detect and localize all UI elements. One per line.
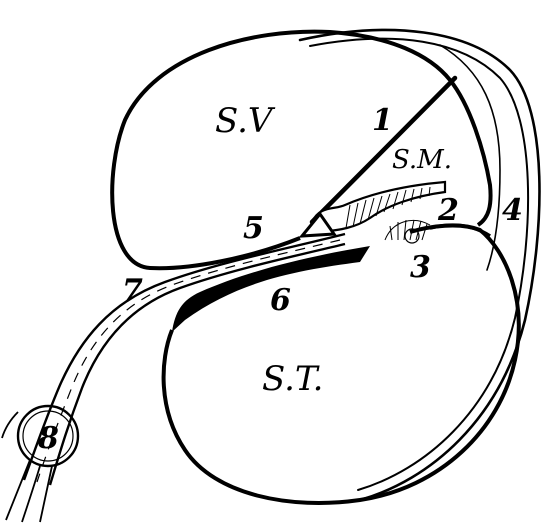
- scala-tympani-outline: [164, 226, 519, 503]
- label-8: 8: [37, 421, 59, 456]
- label-5: 5: [243, 211, 264, 246]
- label-6: 6: [270, 283, 291, 318]
- label-2: 2: [437, 193, 459, 228]
- label-scala-vestibuli: S.V: [215, 101, 276, 141]
- organ-of-corti: [385, 220, 430, 243]
- label-1: 1: [372, 103, 393, 138]
- label-7: 7: [122, 273, 143, 308]
- label-scala-tympani: S.T.: [262, 359, 323, 399]
- label-4: 4: [502, 193, 523, 228]
- label-scala-media: S.M.: [392, 145, 452, 175]
- label-3: 3: [410, 250, 431, 285]
